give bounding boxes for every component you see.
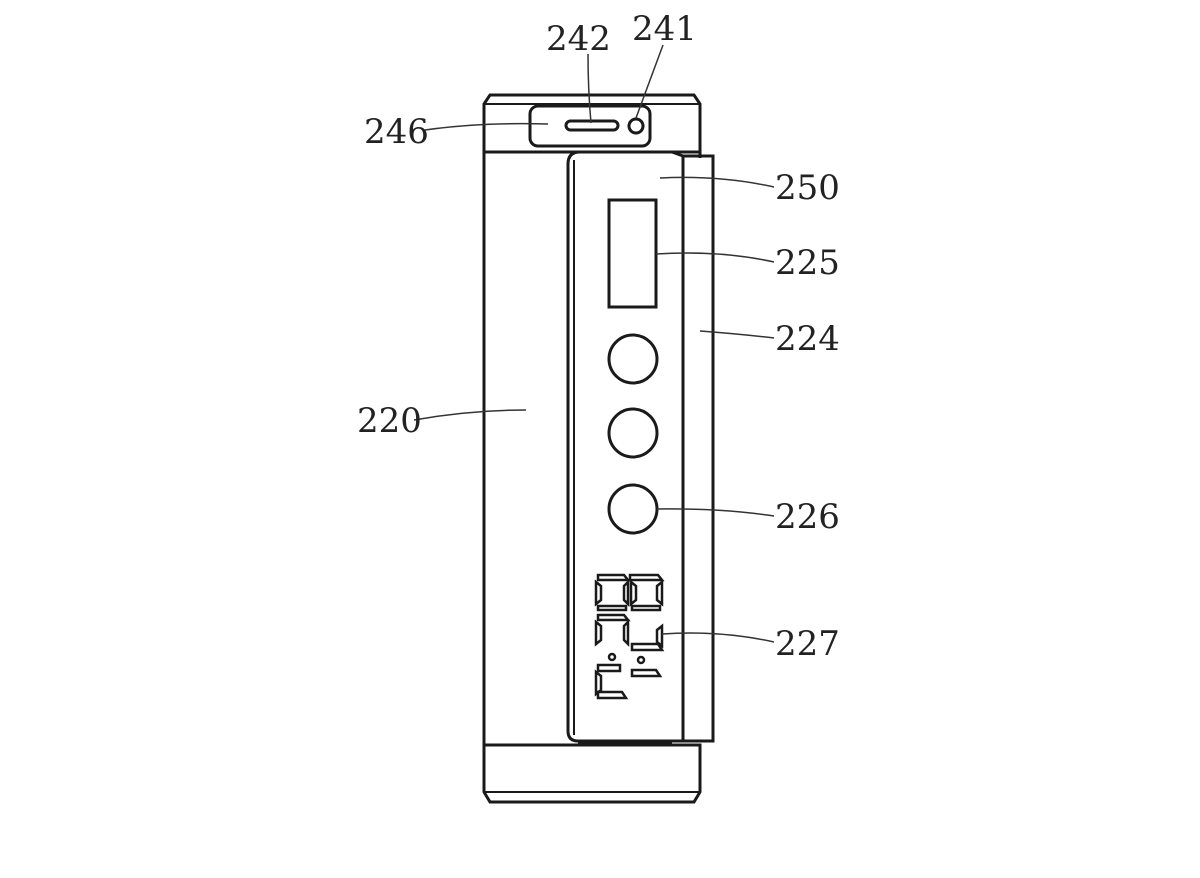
leader-226: [656, 508, 775, 517]
leader-lines: [413, 44, 775, 643]
label-225: 225: [775, 243, 840, 283]
segment-display: [594, 573, 665, 700]
leader-227: [661, 632, 775, 643]
leader-220: [413, 409, 527, 421]
leader-250: [659, 176, 775, 188]
label-250: 250: [775, 168, 840, 208]
leader-225: [655, 252, 775, 263]
leader-224: [699, 330, 775, 339]
label-224: 224: [775, 319, 840, 359]
leader-242: [587, 53, 592, 124]
reference-labels: 242 241 246 250 225 224 220 226 227: [357, 9, 840, 664]
side-strip: [681, 154, 715, 743]
label-246: 246: [364, 112, 429, 152]
leader-241: [635, 44, 664, 119]
label-226: 226: [775, 497, 840, 537]
label-242: 242: [546, 19, 611, 59]
buttons: [607, 333, 659, 535]
device-body: [482, 93, 702, 804]
leader-246: [424, 122, 549, 131]
label-227: 227: [775, 624, 840, 664]
front-panel: [566, 150, 685, 746]
display-window: [607, 198, 658, 309]
label-220: 220: [357, 401, 422, 441]
label-241: 241: [632, 9, 697, 49]
